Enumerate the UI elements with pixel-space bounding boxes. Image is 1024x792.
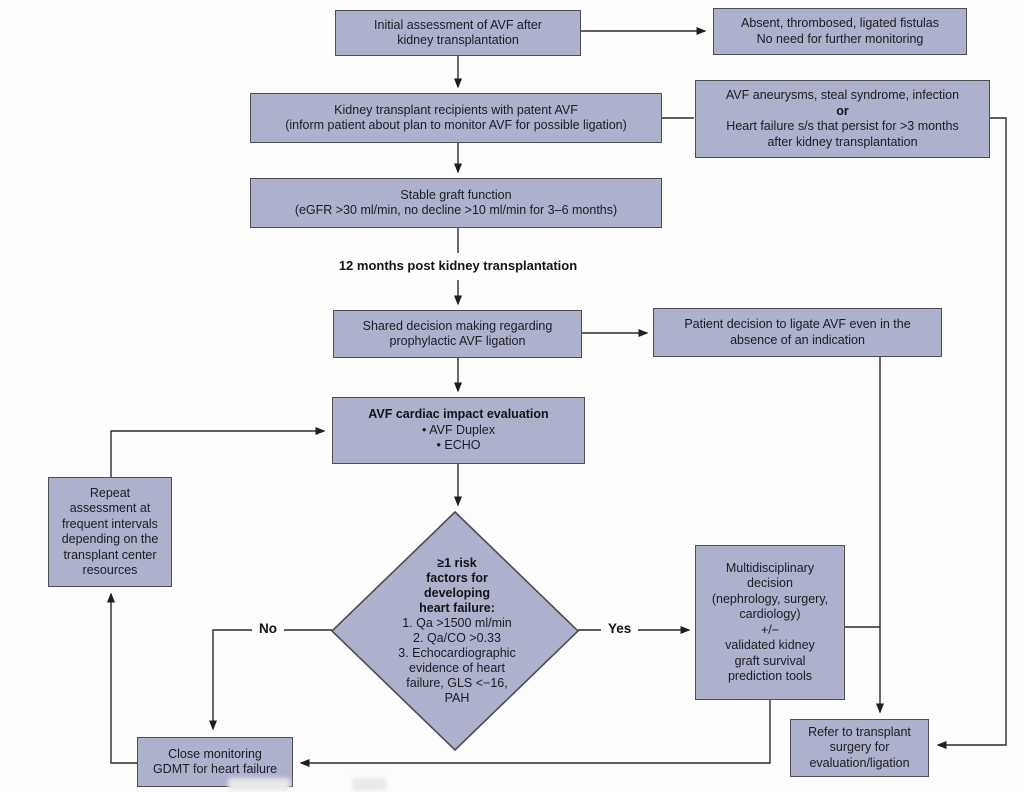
node-repeat-assessment: Repeat assessment at frequent intervals …	[48, 477, 172, 587]
node-no-further-monitoring: Absent, thrombosed, ligated fistulas No …	[713, 8, 967, 55]
node-close-monitoring-gdmt: Close monitoring GDMT for heart failure	[137, 737, 293, 787]
complications-line2: Heart failure s/s that persist for >3 mo…	[726, 119, 959, 149]
cardiac-evaluation-items: • AVF Duplex • ECHO	[422, 422, 495, 453]
watermark-smudge	[228, 778, 290, 791]
cardiac-evaluation-title: AVF cardiac impact evaluation	[368, 407, 549, 422]
risk-diamond-title: ≥1 risk factors for developing heart fai…	[419, 556, 495, 615]
label-12-months-post-transplant: 12 months post kidney transplantation	[338, 258, 578, 273]
edge-label-yes: Yes	[601, 621, 639, 637]
node-multidisciplinary-decision: Multidisciplinary decision (nephrology, …	[695, 545, 845, 700]
node-shared-decision-making: Shared decision making regarding prophyl…	[333, 310, 582, 358]
watermark-smudge	[352, 778, 386, 791]
edge-label-no: No	[252, 621, 284, 637]
node-initial-assessment: Initial assessment of AVF after kidney t…	[335, 10, 581, 56]
node-refer-transplant-surgery: Refer to transplant surgery for evaluati…	[790, 719, 929, 777]
node-cardiac-impact-evaluation: AVF cardiac impact evaluation • AVF Dupl…	[332, 397, 585, 464]
node-risk-factors-diamond: ≥1 risk factors for developing heart fai…	[352, 538, 562, 724]
node-patient-decision-ligate: Patient decision to ligate AVF even in t…	[653, 308, 942, 357]
risk-diamond-items: 1. Qa >1500 ml/min 2. Qa/CO >0.33 3. Ech…	[398, 616, 516, 705]
node-patent-avf-recipients: Kidney transplant recipients with patent…	[250, 93, 662, 143]
complications-or: or	[836, 103, 849, 118]
node-stable-graft-function: Stable graft function (eGFR >30 ml/min, …	[250, 178, 662, 228]
complications-line1: AVF aneurysms, steal syndrome, infection	[725, 88, 960, 102]
node-avf-complications: AVF aneurysms, steal syndrome, infection…	[695, 80, 990, 158]
